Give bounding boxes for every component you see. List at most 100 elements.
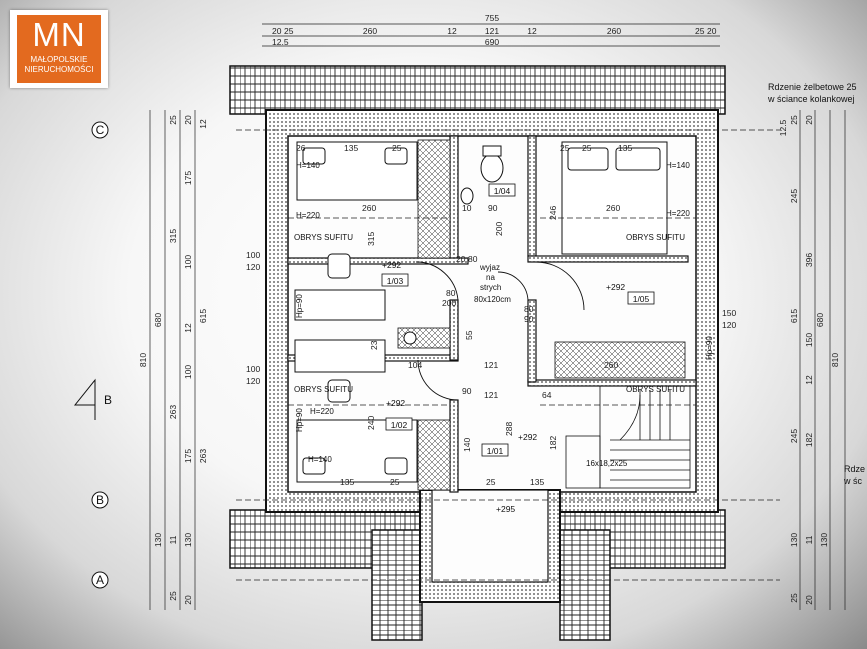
dim-121a: 121 [484, 360, 498, 370]
label-wyjazd-2: na [486, 273, 495, 282]
dim-135c: 135 [340, 477, 354, 487]
dim-100b: 100 [246, 364, 260, 374]
label-obrys-4: OBRYS SUFITU [626, 385, 685, 394]
dim-left-bot2: 130 [183, 533, 193, 547]
dim-left-d: 263 [198, 449, 208, 463]
room-105-level: +292 [606, 282, 625, 292]
dim-right-outer: 810 [830, 353, 840, 367]
dim-right-a2: 615 [789, 309, 799, 323]
dim-260a: 260 [362, 203, 376, 213]
dim-top-1: 25 [284, 26, 294, 36]
dim-left-bot0: 130 [153, 533, 163, 547]
label-h220-a: H=220 [296, 211, 320, 220]
dim-left-bot4: 20 [183, 595, 193, 605]
room-101-level: +292 [518, 432, 537, 442]
room-103-id: 1/03 [387, 276, 404, 286]
dim-135d: 135 [530, 477, 544, 487]
axis-a-label: A [96, 573, 104, 587]
dim-20a: 20 [456, 254, 466, 264]
dim-top-3: 12 [447, 26, 457, 36]
dim-64: 64 [542, 390, 552, 400]
dim-120b: 120 [246, 376, 260, 386]
dim-left-c: 615 [198, 309, 208, 323]
label-h140-b: H=140 [666, 161, 690, 170]
dim-inner: 690 [485, 37, 499, 47]
logo-line-1: MAŁOPOLSKIE [30, 55, 88, 64]
dimension-lines [149, 23, 846, 610]
dim-260c: 260 [604, 360, 618, 370]
label-h140-c: H=140 [308, 455, 332, 464]
dim-top-4: 121 [485, 26, 499, 36]
dim-top-7: 25 [695, 26, 705, 36]
dim-288: 288 [504, 422, 514, 436]
label-h140-a: H=140 [296, 161, 320, 170]
dim-top-6: 260 [607, 26, 621, 36]
dim-right-bot0: 130 [789, 533, 799, 547]
logo-badge: MN MAŁOPOLSKIE NIERUCHOMOŚCI [17, 15, 101, 83]
ceiling-outline [236, 129, 780, 581]
dim-total: 755 [485, 13, 499, 23]
dim-left-a3: 12 [183, 323, 193, 333]
dim-right-a4: 12 [804, 375, 814, 385]
dim-246: 246 [548, 206, 558, 220]
dim-240: 240 [366, 416, 376, 430]
dim-140: 140 [462, 438, 472, 452]
dim-120a: 120 [246, 262, 260, 272]
label-hp90-a: Hp=90 [295, 294, 304, 318]
dim-right-bot2: 130 [819, 533, 829, 547]
room-104-id: 1/04 [494, 186, 511, 196]
label-wyjazd-4: 80x120cm [474, 295, 511, 304]
dim-left-a4: 100 [183, 365, 193, 379]
left-dimensions: 810 680 315 175 100 12 100 263 175 25 20… [138, 115, 208, 605]
wardrobes [397, 139, 686, 491]
dim-left-a6: 175 [183, 449, 193, 463]
dim-121b: 121 [484, 390, 498, 400]
dim-top-0: 20 [272, 26, 282, 36]
dim-left-b1: 20 [183, 115, 193, 125]
room-101-id: 1/01 [487, 446, 504, 456]
dim-135a: 135 [344, 143, 358, 153]
dim-25a: 25 [392, 143, 402, 153]
dim-right-b0: 25 [789, 115, 799, 125]
dim-120c: 120 [722, 320, 736, 330]
dim-right-bot1: 11 [804, 535, 814, 544]
label-obrys-1: OBRYS SUFITU [294, 233, 353, 242]
dim-right-a5: 245 [789, 429, 799, 443]
label-h220-c: H=220 [310, 407, 334, 416]
dim-315: 315 [366, 232, 376, 246]
dim-26a: 26 [296, 143, 306, 153]
company-logo: MN MAŁOPOLSKIE NIERUCHOMOŚCI [10, 10, 108, 88]
label-h220-b: H=220 [666, 209, 690, 218]
label-obrys-2: OBRYS SUFITU [626, 233, 685, 242]
right-dimensions: 810 680 245 396 615 150 12 245 182 25 20… [778, 115, 840, 605]
label-hp90-b: Hp=90 [705, 336, 714, 360]
label-hp90-c: Hp=90 [295, 408, 304, 432]
note-rdze-2: w śc [843, 476, 863, 486]
interior-dimensions: 26 135 25 260 25 135 25 260 90 10 246 20… [246, 143, 736, 487]
dim-left-bot3: 25 [168, 591, 178, 601]
dim-23: 23 [369, 340, 379, 350]
logo-line-2: NIERUCHOMOŚCI [24, 65, 94, 74]
dim-left-outer: 810 [138, 353, 148, 367]
axis-b: B [91, 491, 109, 509]
staircase [565, 385, 691, 489]
balcony-level: +295 [496, 504, 515, 514]
dim-25e: 25 [486, 477, 496, 487]
dim-25b: 25 [582, 143, 592, 153]
dim-25d: 25 [390, 477, 400, 487]
room-102-id: 1/02 [391, 420, 408, 430]
furniture [294, 141, 668, 483]
room-102-level: +292 [386, 398, 405, 408]
label-wyjazd-1: wyjaz [479, 263, 500, 272]
logo-mark: MN [32, 16, 86, 53]
dim-left-bot1: 11 [168, 535, 178, 544]
axis-a: A [91, 571, 109, 589]
dim-right-a3: 150 [804, 333, 814, 347]
dim-10a: 10 [462, 203, 472, 213]
dim-right-bot4: 20 [804, 595, 814, 605]
dim-left-a0: 315 [168, 229, 178, 243]
dim-200b: 200 [442, 298, 456, 308]
dim-90b: 90 [524, 314, 534, 324]
